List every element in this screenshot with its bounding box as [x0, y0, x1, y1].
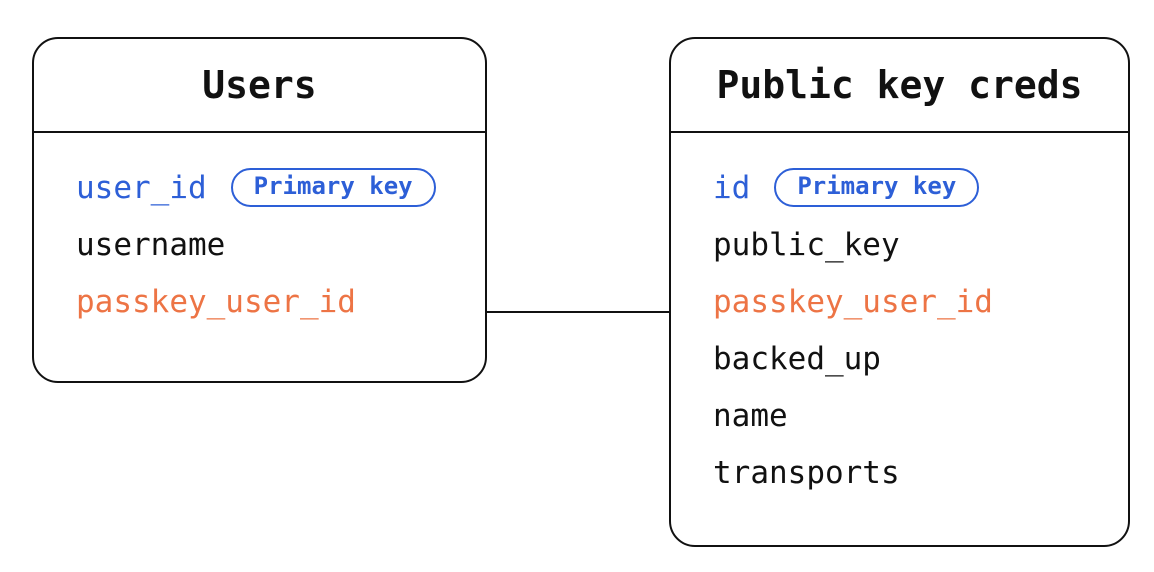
- field-name: name: [713, 397, 788, 434]
- relationship-line: [486, 311, 670, 313]
- field-row: backed_up: [713, 330, 1108, 387]
- field-row: id Primary key: [713, 159, 1108, 216]
- field-name: user_id: [76, 169, 207, 206]
- field-name: id: [713, 169, 751, 206]
- field-row: name: [713, 387, 1108, 444]
- table-header: Users: [34, 39, 485, 133]
- field-row: passkey_user_id: [713, 273, 1108, 330]
- primary-key-badge: Primary key: [774, 168, 980, 207]
- table-header: Public key creds: [671, 39, 1128, 133]
- table-title: Public key creds: [716, 63, 1083, 107]
- field-row: username: [76, 216, 465, 273]
- field-name: public_key: [713, 226, 900, 263]
- field-row: transports: [713, 444, 1108, 501]
- field-name: username: [76, 226, 226, 263]
- field-name: passkey_user_id: [76, 283, 356, 320]
- primary-key-badge: Primary key: [230, 168, 436, 207]
- table-node-public-key-creds: Public key creds id Primary key public_key…: [669, 37, 1130, 547]
- field-name: transports: [713, 454, 900, 491]
- table-title: Users: [202, 63, 317, 107]
- field-row: user_id Primary key: [76, 159, 465, 216]
- field-name: passkey_user_id: [713, 283, 993, 320]
- field-row: public_key: [713, 216, 1108, 273]
- field-name: backed_up: [713, 340, 881, 377]
- field-row: passkey_user_id: [76, 273, 465, 330]
